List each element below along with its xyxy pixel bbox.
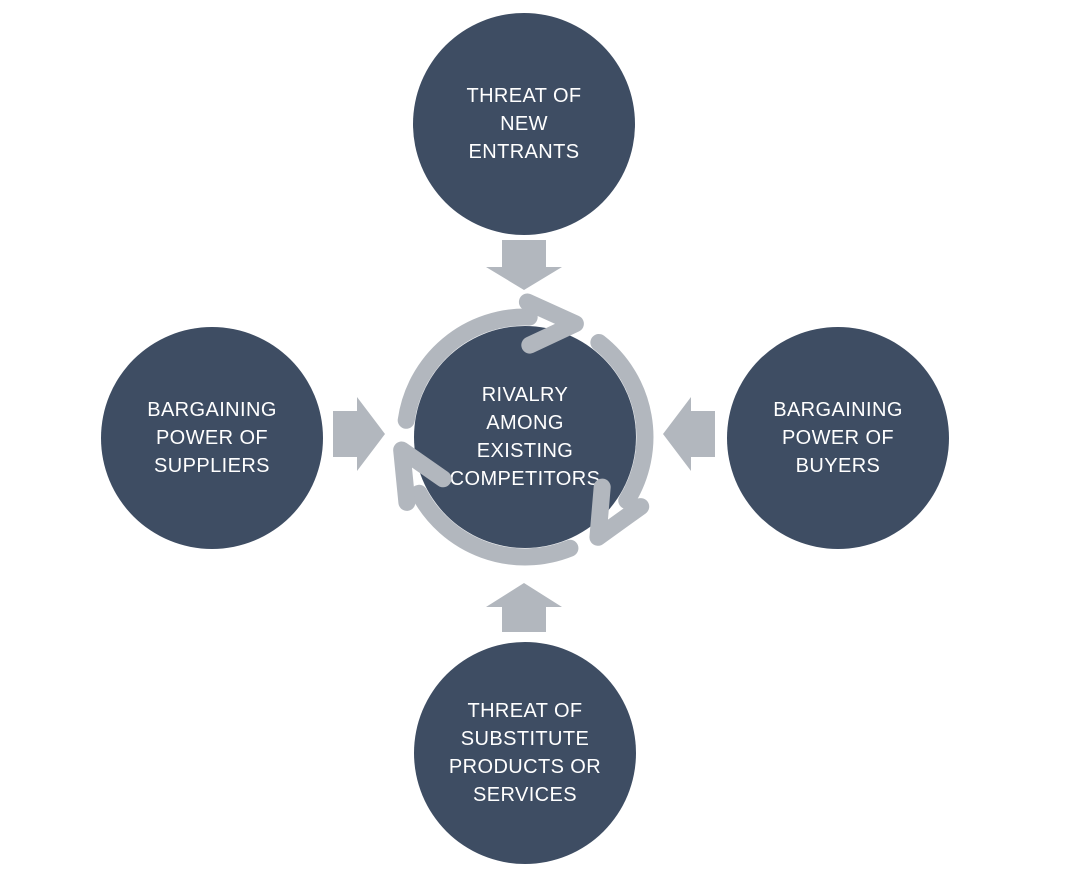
node-bargaining-power-of-suppliers: BARGAINING POWER OF SUPPLIERS [101, 327, 323, 549]
node-bargaining-power-of-buyers: BARGAINING POWER OF BUYERS [727, 327, 949, 549]
node-bargaining-power-of-buyers-label: BARGAINING POWER OF BUYERS [773, 399, 903, 477]
node-threat-of-new-entrants: THREAT OF NEW ENTRANTS [413, 13, 635, 235]
right-arrow-icon [333, 397, 385, 471]
node-threat-of-substitutes-label: THREAT OF SUBSTITUTE PRODUCTS OR SERVICE… [448, 700, 602, 806]
node-rivalry-among-competitors: RIVALRY AMONG EXISTING COMPETITORS [414, 326, 636, 548]
down-arrow-icon [486, 240, 562, 290]
up-arrow-icon [486, 583, 562, 632]
node-rivalry-among-competitors-label: RIVALRY AMONG EXISTING COMPETITORS [449, 384, 601, 490]
node-bargaining-power-of-suppliers-label: BARGAINING POWER OF SUPPLIERS [147, 399, 277, 477]
node-threat-of-new-entrants-label: THREAT OF NEW ENTRANTS [466, 85, 582, 163]
node-threat-of-substitutes: THREAT OF SUBSTITUTE PRODUCTS OR SERVICE… [414, 642, 636, 864]
left-arrow-icon [663, 397, 715, 471]
